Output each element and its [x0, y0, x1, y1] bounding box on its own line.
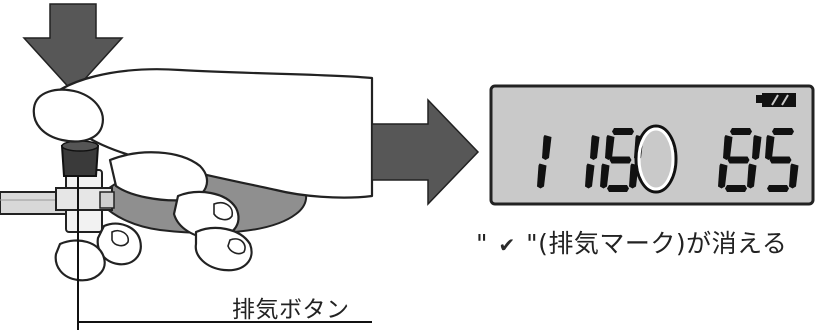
systolic-digit-2-seg-a	[612, 128, 634, 135]
systolic-digit-0-seg-b	[542, 135, 552, 160]
diastolic-digit-1-seg-f	[765, 135, 775, 160]
segment-digits	[537, 128, 799, 192]
diastolic-digit-0-seg-e	[718, 163, 728, 189]
diastolic-digit-1-seg-d	[767, 185, 789, 192]
diastolic-digit-0-seg-b	[752, 135, 762, 160]
caption-open-quote: "	[476, 229, 488, 258]
disappeared-mark-circle	[634, 124, 678, 194]
systolic-digit-2-seg-e	[600, 163, 610, 189]
deflate-button	[60, 140, 100, 177]
diastolic-digit-0-seg-a	[730, 128, 752, 135]
battery-icon	[756, 93, 796, 107]
diastolic-digit-1-seg-a	[772, 128, 794, 135]
systolic-digit-2-seg-g	[609, 156, 632, 164]
down-arrow-icon	[22, 3, 124, 94]
hand	[32, 68, 374, 282]
diastolic-digit-1-seg-c	[789, 163, 799, 189]
caption-text: (排気マーク)が消える	[538, 229, 788, 258]
deflate-button-label: 排気ボタン	[232, 297, 350, 323]
deflate-mark-caption: " ✔ "(排気マーク)が消える	[476, 224, 816, 260]
diastolic-digit-0-seg-d	[725, 185, 747, 192]
valve-assembly	[55, 169, 115, 233]
right-arrow-icon	[371, 98, 480, 206]
lcd-display	[489, 84, 815, 206]
diastolic-digit-0-seg-f	[723, 135, 733, 160]
systolic-digit-2-seg-d	[607, 185, 629, 192]
diastolic-digit-0-seg-c	[747, 163, 757, 189]
systolic-digit-2-seg-f	[605, 135, 615, 160]
button-leader-line	[77, 176, 372, 330]
systolic-digit-1-seg-c	[585, 163, 595, 189]
systolic-digit-1-seg-b	[590, 135, 600, 160]
diastolic-digit-0-seg-g	[727, 156, 750, 164]
diastolic-digit-1-seg-g	[769, 156, 792, 164]
systolic-digit-0-seg-c	[537, 163, 547, 189]
check-mark-icon: ✔	[498, 233, 516, 257]
finger-nails	[111, 201, 246, 255]
caption-close-quote: "	[526, 229, 539, 258]
